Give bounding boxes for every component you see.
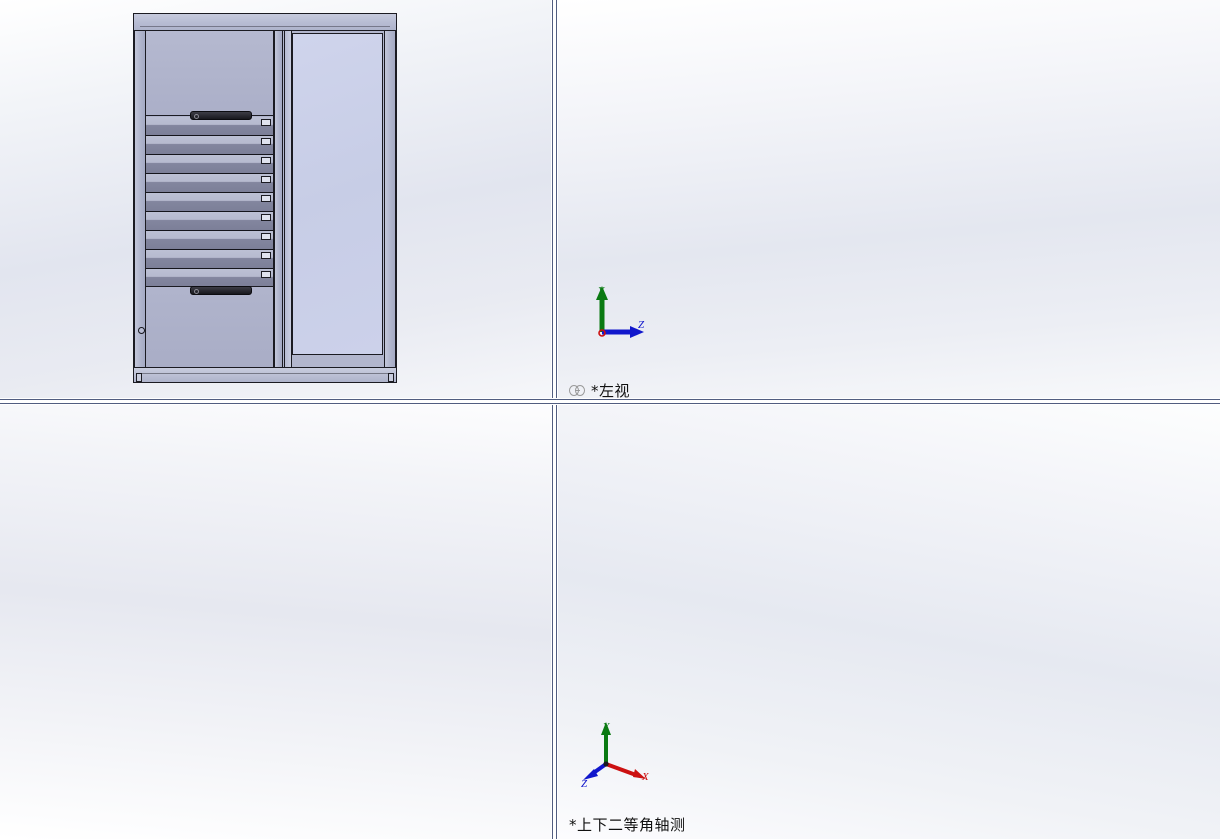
shutter-handle-upper[interactable] [190,111,252,120]
shutter-slat [146,231,273,250]
cabinet-stile-middle-inner [284,31,292,369]
axis-label-x: X [641,771,650,783]
cabinet-stile-middle [274,31,283,369]
shutter-slat [146,117,273,136]
cabinet-top-cap [133,13,397,31]
viewport-front[interactable] [0,0,554,400]
viewport-splitter-horizontal[interactable] [0,398,1220,405]
slat-end-nub [261,157,271,164]
shutter-slat [146,212,273,231]
viewport-background-iso [558,404,1220,839]
cabinet-base-rail-front [133,367,397,383]
viewport-left[interactable] [558,0,1220,400]
view-label-iso-text: *上下二等角轴测 [569,816,686,834]
shutter-handle-lower[interactable] [190,286,252,295]
slat-end-nub [261,138,271,145]
viewport-background-left [558,0,1220,400]
slat-end-nub [261,233,271,240]
cabinet-stile-left [134,31,146,369]
base-seam-line [137,373,393,374]
shutter-slat [146,193,273,212]
shutter-slat-stack [146,117,273,307]
model-front-view[interactable] [133,13,397,383]
slat-end-nub [261,214,271,221]
viewport-background-top [0,404,554,839]
slat-end-nub [261,176,271,183]
coordinate-triad-left: Y Z [596,285,645,338]
axis-label-y: Y [598,285,606,297]
slat-end-nub [261,195,271,202]
cabinet-stile-right [384,31,396,369]
shutter-slat [146,250,273,269]
viewport-top[interactable] [0,404,554,839]
shutter-slat [146,155,273,174]
coordinate-triad-iso: Y X Z [581,721,650,788]
view-label-iso: *上下二等角轴测 [569,814,686,835]
axis-label-z: Z [638,319,645,331]
cabinet-body-front [133,30,397,370]
view-label-left: *左视 [569,380,630,401]
slat-end-nub [261,119,271,126]
axis-label-y: Y [603,721,611,733]
view-label-left-text: *左视 [591,382,631,400]
link-chain-icon [569,385,586,396]
shutter-top-plain-section [146,31,273,116]
slat-end-nub [261,252,271,259]
shutter-slat [146,174,273,193]
slat-end-nub [261,271,271,278]
hinge-pin-lower [138,327,145,334]
shutter-slat [146,136,273,155]
axis-label-z: Z [581,778,588,788]
base-foot-right [388,373,394,382]
shutter-bottom-plain-section [146,286,273,369]
viewport-splitter-vertical[interactable] [551,0,558,839]
open-bay-recess [292,33,383,355]
roller-shutter-panel [146,31,274,369]
viewport-iso[interactable]: Y X Z *上下二等角轴测 [558,404,1220,839]
base-foot-left [136,373,142,382]
